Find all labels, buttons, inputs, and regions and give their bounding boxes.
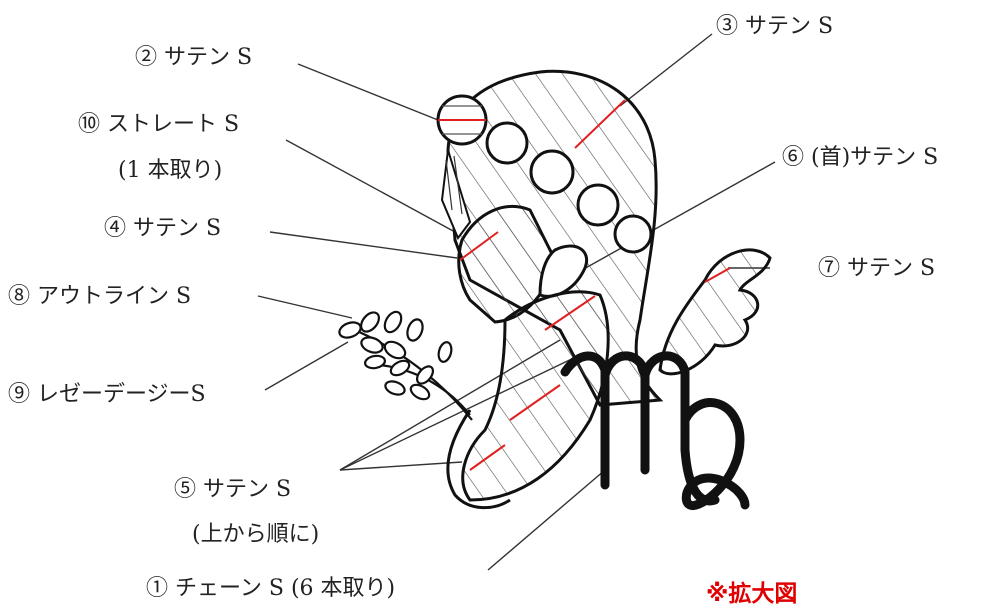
label-straight-10-strands: (1 本取り): [118, 158, 223, 183]
wheat-sprig: [338, 310, 473, 421]
enlarged-view-note: ※拡大図: [706, 581, 798, 607]
body-section: [446, 290, 610, 510]
hair-beads: [436, 94, 653, 254]
label-outline-8: ⑧ アウトライン S: [8, 284, 192, 309]
label-satin-5: ⑤ サテン S: [174, 477, 292, 502]
label-satin-2: ② サテン S: [135, 45, 253, 70]
virgo-symbol: [560, 351, 750, 510]
label-satin-3: ③ サテン S: [716, 14, 834, 39]
label-chain-1: ① チェーン S (6 本取り): [146, 576, 396, 601]
label-satin-5-order: (上から順に): [192, 522, 320, 547]
label-neck-satin-6: ⑥ (首)サテン S: [782, 145, 939, 170]
label-satin-4: ④ サテン S: [104, 216, 222, 241]
label-lazy-daisy-9: ⑨ レゼーデージーS: [8, 382, 206, 407]
label-straight-10: ⑩ ストレート S: [78, 112, 240, 137]
label-satin-7: ⑦ サテン S: [818, 256, 936, 281]
